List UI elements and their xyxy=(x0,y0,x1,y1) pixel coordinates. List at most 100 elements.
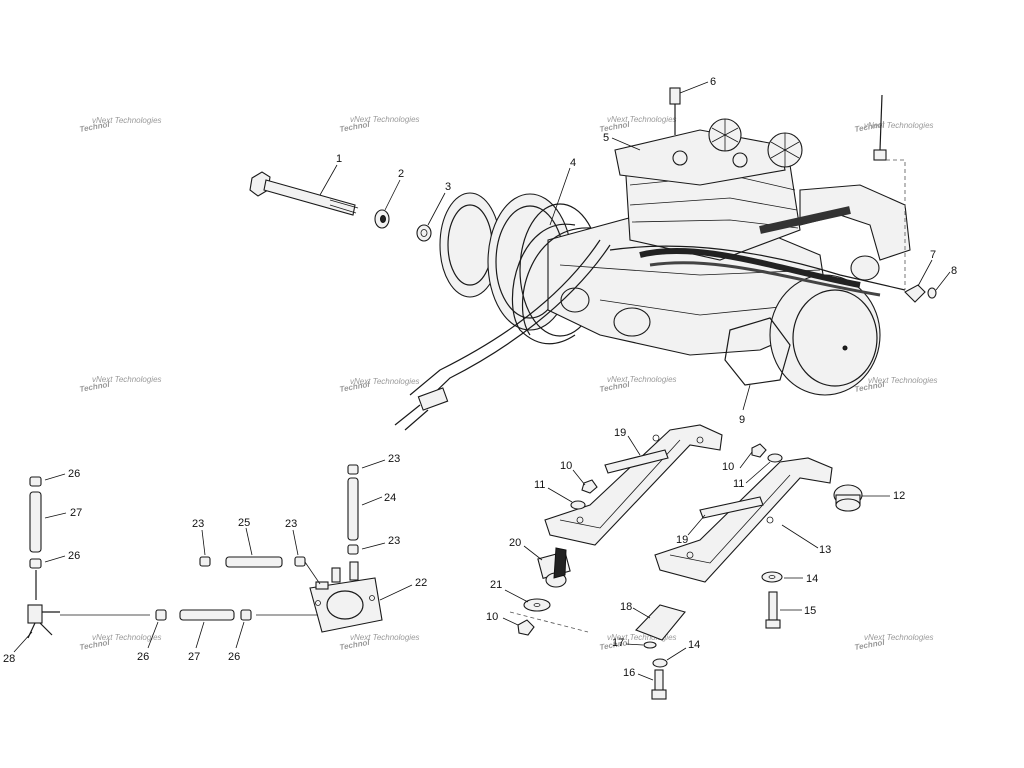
callout-8[interactable]: 8 xyxy=(935,265,957,291)
part-1-bolt[interactable] xyxy=(249,171,359,216)
callout-14-a[interactable]: 14 xyxy=(784,573,818,585)
part-19-shim-lower[interactable] xyxy=(699,496,764,519)
callout-22[interactable]: 22 xyxy=(379,577,427,601)
svg-text:4: 4 xyxy=(570,157,576,169)
callout-15[interactable]: 15 xyxy=(780,605,816,617)
part-26-clamp-d[interactable] xyxy=(240,609,252,621)
callout-10-b[interactable]: 10 xyxy=(722,451,753,473)
watermark-text: vNext Technologies xyxy=(350,377,420,386)
callout-12[interactable]: 12 xyxy=(862,490,905,502)
callout-25[interactable]: 25 xyxy=(238,517,253,556)
callout-26-c[interactable]: 26 xyxy=(137,621,159,663)
part-26-clamp-a[interactable] xyxy=(29,476,42,487)
part-14-washer-a[interactable] xyxy=(761,571,783,583)
callout-23-b[interactable]: 23 xyxy=(361,535,400,550)
callout-27-b[interactable]: 27 xyxy=(188,621,205,663)
callout-19-b[interactable]: 19 xyxy=(676,514,706,546)
callout-24[interactable]: 24 xyxy=(361,492,396,506)
svg-text:26: 26 xyxy=(228,651,240,663)
callout-23-d[interactable]: 23 xyxy=(285,518,299,556)
part-27-hose-horizontal[interactable] xyxy=(179,609,235,621)
part-25-hose[interactable] xyxy=(225,556,283,568)
callout-26-b[interactable]: 26 xyxy=(44,550,80,563)
part-11-washer-a[interactable] xyxy=(570,500,586,510)
part-11-washer-b[interactable] xyxy=(767,453,783,463)
callout-21[interactable]: 21 xyxy=(490,579,529,603)
watermark-text: vNext Technologies xyxy=(350,633,420,642)
svg-text:20: 20 xyxy=(509,537,521,549)
callout-10-c[interactable]: 10 xyxy=(486,611,519,626)
part-27-hose-vertical[interactable] xyxy=(29,491,42,553)
callout-23-c[interactable]: 23 xyxy=(192,518,206,556)
part-10-nut-c[interactable] xyxy=(517,619,535,636)
part-17-washer[interactable] xyxy=(643,641,657,649)
engine-assembly[interactable] xyxy=(439,118,911,396)
callout-6[interactable]: 6 xyxy=(679,76,716,94)
part-4-cables[interactable] xyxy=(394,223,906,431)
svg-text:28: 28 xyxy=(3,653,15,665)
part-26-clamp-c[interactable] xyxy=(155,609,167,621)
part-16-bolt[interactable] xyxy=(651,669,667,700)
watermark-text: vNext Technologies xyxy=(92,633,162,642)
callout-1[interactable]: 1 xyxy=(319,153,342,196)
part-3-washer[interactable] xyxy=(416,224,432,242)
part-24-hose[interactable] xyxy=(347,477,359,541)
part-6-sensor[interactable] xyxy=(669,87,681,135)
callout-11-b[interactable]: 11 xyxy=(733,461,771,490)
temperature-probe[interactable] xyxy=(873,94,906,290)
callout-11-a[interactable]: 11 xyxy=(534,479,573,503)
part-12-rubber-mount[interactable] xyxy=(833,484,863,512)
part-22-fuel-pump[interactable] xyxy=(309,561,383,633)
part-21-washer[interactable] xyxy=(523,598,551,612)
part-10-nut-b[interactable] xyxy=(751,443,767,458)
part-7-fitting[interactable] xyxy=(904,284,926,303)
part-14-washer-b[interactable] xyxy=(652,658,668,668)
svg-text:24: 24 xyxy=(384,492,396,504)
part-13-mount-plate-lower[interactable] xyxy=(654,457,833,583)
svg-text:22: 22 xyxy=(415,577,427,589)
callout-13[interactable]: 13 xyxy=(781,524,831,556)
callout-17[interactable]: 17 xyxy=(612,637,644,649)
svg-text:2: 2 xyxy=(398,168,404,180)
callout-14-b[interactable]: 14 xyxy=(666,639,700,661)
watermark-text: vNext Technologies xyxy=(607,375,677,384)
svg-text:18: 18 xyxy=(620,601,632,613)
callout-27-a[interactable]: 27 xyxy=(44,507,82,519)
callout-5[interactable]: 5 xyxy=(603,132,641,151)
svg-text:12: 12 xyxy=(893,490,905,502)
part-2-nut[interactable] xyxy=(374,209,390,229)
svg-text:27: 27 xyxy=(70,507,82,519)
part-23-clamp-left[interactable] xyxy=(199,556,211,567)
part-10-nut-a[interactable] xyxy=(581,479,598,494)
callout-16[interactable]: 16 xyxy=(623,667,654,681)
part-8-clip[interactable] xyxy=(927,287,937,299)
callout-18[interactable]: 18 xyxy=(620,601,651,619)
part-23-clamp-top[interactable] xyxy=(347,464,359,475)
callout-3[interactable]: 3 xyxy=(427,181,451,226)
part-15-bolt[interactable] xyxy=(765,591,781,629)
watermark-4: Technol vNext Technologies xyxy=(854,120,934,134)
part-18-bracket[interactable] xyxy=(635,604,686,641)
part-28-fuel-fitting[interactable] xyxy=(27,570,150,639)
hose-route-line xyxy=(304,561,321,585)
svg-text:11: 11 xyxy=(534,479,545,491)
watermark-9: Technol vNext Technologies xyxy=(79,633,162,652)
part-23-clamp-right[interactable] xyxy=(294,556,306,567)
callout-2[interactable]: 2 xyxy=(384,168,404,211)
callout-23-a[interactable]: 23 xyxy=(361,453,400,469)
callout-9[interactable]: 9 xyxy=(739,384,751,426)
svg-text:6: 6 xyxy=(710,76,716,88)
callout-26-d[interactable]: 26 xyxy=(228,621,245,663)
part-19-shim-upper[interactable] xyxy=(604,449,669,474)
callout-4[interactable]: 4 xyxy=(549,157,576,226)
callout-10-a[interactable]: 10 xyxy=(560,460,586,486)
callout-20[interactable]: 20 xyxy=(509,537,543,561)
part-23-clamp-mid[interactable] xyxy=(347,544,359,555)
callout-7[interactable]: 7 xyxy=(917,249,936,287)
callout-28[interactable]: 28 xyxy=(3,631,33,665)
part-13-mount-plate-upper[interactable] xyxy=(544,424,723,546)
part-26-clamp-b[interactable] xyxy=(29,558,42,569)
callout-26-a[interactable]: 26 xyxy=(44,468,80,481)
part-20-pump-mount[interactable] xyxy=(537,547,571,588)
callout-19-a[interactable]: 19 xyxy=(614,427,641,456)
